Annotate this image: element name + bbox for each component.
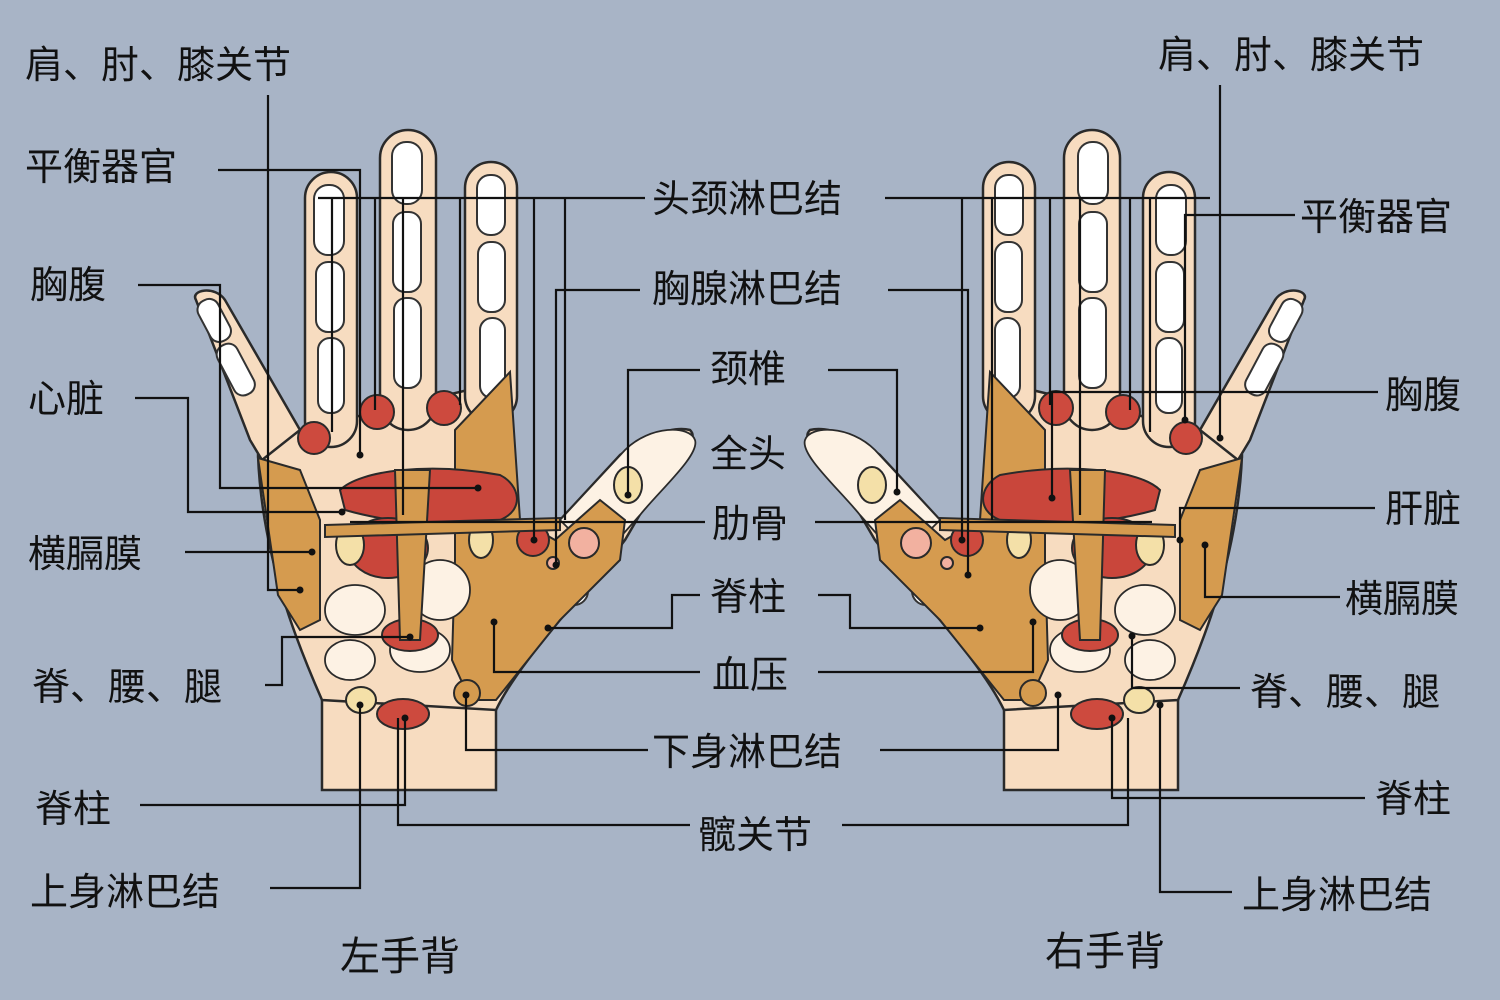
marker-dots — [296, 416, 1224, 722]
leader-lines-right — [1050, 85, 1378, 894]
label-left-upper-lymph: 上身淋巴结 — [30, 870, 220, 914]
label-right-balance-organ: 平衡器官 — [1300, 195, 1452, 239]
label-hip-joint: 髋关节 — [698, 813, 812, 857]
label-right-liver: 肝脏 — [1385, 487, 1461, 531]
caption-left-hand: 左手背 — [340, 934, 460, 980]
labels-right: 肩、肘、膝关节 平衡器官 胸腹 肝脏 横膈膜 脊、腰、腿 脊柱 上身淋巴结 右手… — [1045, 33, 1461, 975]
label-spine-center: 脊柱 — [710, 575, 786, 619]
leader-lines-center — [318, 196, 1210, 827]
label-cervical: 颈椎 — [710, 347, 786, 391]
left-hand-illustration — [193, 128, 697, 792]
label-right-upper-lymph: 上身淋巴结 — [1242, 873, 1432, 917]
label-left-chest-abdomen: 胸腹 — [30, 263, 106, 307]
label-right-spine-waist-leg: 脊、腰、腿 — [1250, 670, 1440, 714]
label-left-diaphragm: 横膈膜 — [28, 532, 142, 576]
label-left-spine: 脊柱 — [35, 787, 111, 831]
caption-right-hand: 右手背 — [1045, 929, 1165, 975]
label-right-shoulder-elbow-knee: 肩、肘、膝关节 — [1158, 33, 1424, 77]
label-right-spine: 脊柱 — [1375, 777, 1451, 821]
label-lower-lymph: 下身淋巴结 — [652, 730, 842, 774]
leader-lines-left — [135, 95, 478, 890]
label-whole-head: 全头 — [710, 432, 786, 476]
label-head-neck-lymph: 头颈淋巴结 — [652, 177, 842, 221]
label-right-chest-abdomen: 胸腹 — [1385, 373, 1461, 417]
label-blood-pressure: 血压 — [712, 653, 788, 697]
label-ribs: 肋骨 — [712, 502, 788, 546]
label-left-spine-waist-leg: 脊、腰、腿 — [32, 665, 222, 709]
label-chest-gland-lymph: 胸腺淋巴结 — [652, 267, 842, 311]
label-right-diaphragm: 横膈膜 — [1345, 577, 1459, 621]
labels-center: 头颈淋巴结 胸腺淋巴结 颈椎 全头 肋骨 脊柱 血压 下身淋巴结 髋关节 — [652, 177, 842, 857]
right-hand-illustration — [803, 128, 1307, 792]
label-left-balance-organ: 平衡器官 — [25, 145, 177, 189]
labels-left: 肩、肘、膝关节 平衡器官 胸腹 心脏 横膈膜 脊、腰、腿 脊柱 上身淋巴结 左手… — [25, 43, 460, 980]
label-left-shoulder-elbow-knee: 肩、肘、膝关节 — [25, 43, 291, 87]
label-left-heart: 心脏 — [28, 377, 104, 421]
